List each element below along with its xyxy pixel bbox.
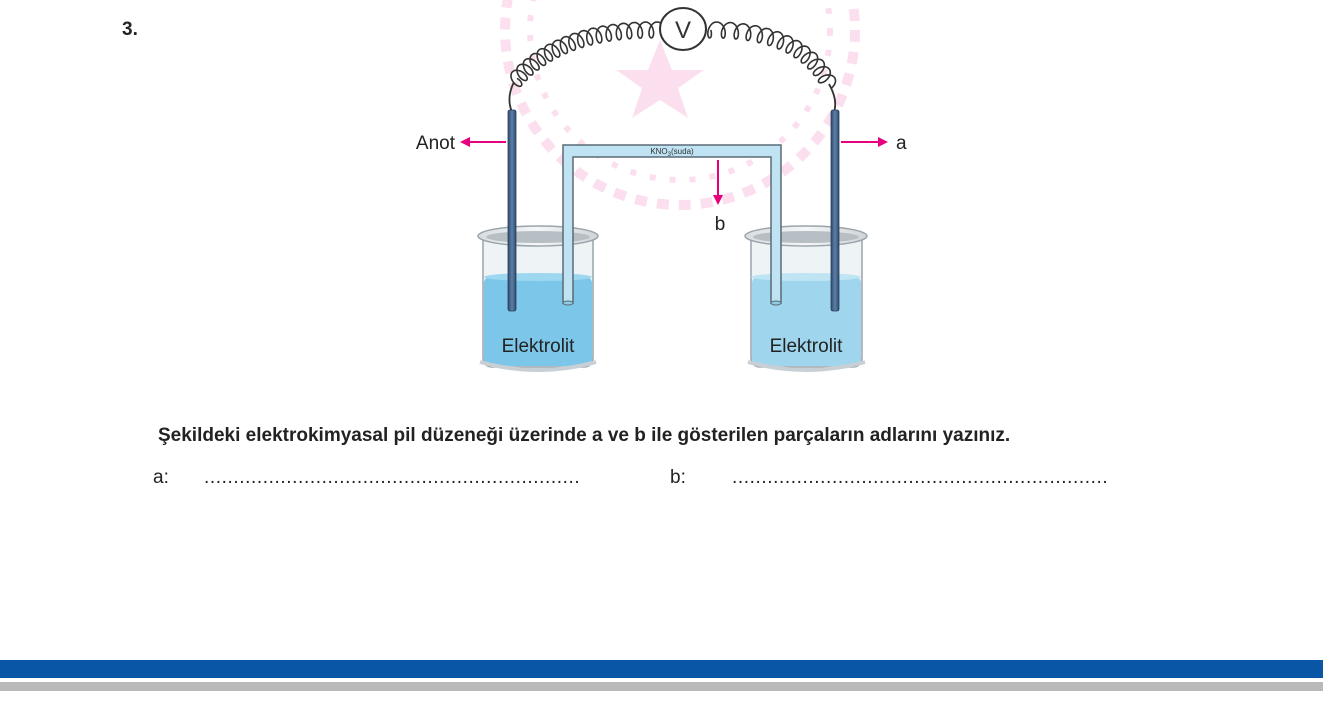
watermark-emblem	[500, 0, 860, 210]
salt-bridge-label: KNO3(suda)	[650, 147, 694, 158]
footer-separator	[0, 678, 1323, 682]
anode-label: Anot	[416, 133, 456, 154]
right-coil	[706, 21, 837, 89]
answer-lines: a: .....................................…	[0, 467, 1323, 497]
right-beaker-label: Elektrolit	[770, 336, 844, 357]
answer-b-line[interactable]: ........................................…	[732, 467, 1109, 488]
right-beaker: Elektrolit	[744, 225, 868, 372]
electrodes	[507, 109, 840, 312]
answer-a-line[interactable]: ........................................…	[204, 467, 581, 488]
pointer-arrows: Anot a b	[416, 133, 907, 235]
question-text: Şekildeki elektrokimyasal pil düzeneği ü…	[158, 425, 1011, 446]
left-coil	[510, 21, 666, 88]
voltmeter-symbol: V	[675, 17, 691, 44]
left-electrode	[507, 109, 517, 312]
coiled-wire	[508, 21, 837, 113]
footer-blue-band	[0, 660, 1323, 678]
answer-b-label: b:	[670, 467, 686, 488]
left-beaker-label: Elektrolit	[502, 336, 576, 357]
label-a: a	[896, 133, 907, 154]
question-number: 3.	[122, 19, 138, 40]
salt-bridge: KNO3(suda)	[562, 144, 782, 306]
answer-a-label: a:	[153, 467, 169, 488]
right-electrode	[830, 109, 840, 312]
footer-gray-band	[0, 682, 1323, 691]
label-b: b	[715, 214, 726, 235]
voltmeter: V	[659, 7, 707, 51]
left-beaker: Elektrolit	[477, 225, 599, 372]
right-wire-end	[828, 83, 837, 113]
electrochemical-cell-diagram: V Elektrolit Elektrolit	[416, 0, 907, 372]
